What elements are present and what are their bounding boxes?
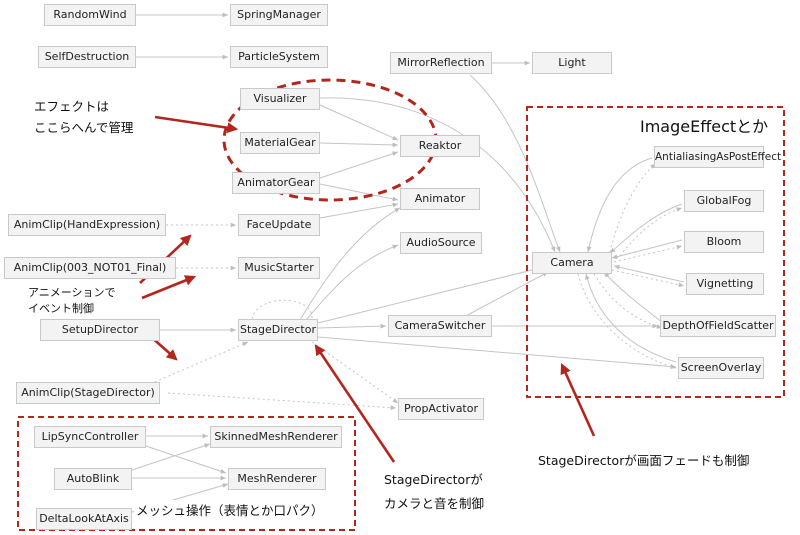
node-anim-clip-stage[interactable]: AnimClip(StageDirector) bbox=[16, 382, 160, 404]
edge-autoblink-skinned bbox=[131, 443, 211, 471]
node-face-update[interactable]: FaceUpdate bbox=[238, 214, 320, 236]
edge-stage-animator bbox=[299, 207, 401, 321]
edge-screenoverlay-camera bbox=[584, 273, 677, 363]
node-auto-blink[interactable]: AutoBlink bbox=[54, 468, 132, 490]
edge-camera-antialiasing bbox=[609, 163, 657, 253]
node-particle-system[interactable]: ParticleSystem bbox=[230, 46, 328, 68]
annotation-stage-camera: StageDirectorが カメラと音を制御 bbox=[384, 468, 484, 516]
edge-visualizer-camera bbox=[319, 97, 556, 253]
edge-stage-propactivator bbox=[311, 341, 399, 404]
arrow-anim-musicstarter bbox=[141, 275, 197, 300]
node-skinned-mesh[interactable]: SkinnedMeshRenderer bbox=[210, 426, 342, 448]
annotation-effect-line2: ここらへんで管理 bbox=[34, 120, 134, 135]
node-music-starter[interactable]: MusicStarter bbox=[238, 257, 320, 279]
annotation-stage-camera-line1: StageDirectorが bbox=[384, 472, 483, 487]
node-animator-gear[interactable]: AnimatorGear bbox=[232, 172, 320, 194]
node-screen-overlay[interactable]: ScreenOverlay bbox=[678, 357, 764, 379]
node-prop-activator[interactable]: PropActivator bbox=[398, 398, 484, 420]
node-anim-clip-hand[interactable]: AnimClip(HandExpression) bbox=[8, 214, 166, 236]
edge-antialiasing-camera bbox=[586, 157, 653, 253]
node-audio-source[interactable]: AudioSource bbox=[400, 232, 482, 254]
node-stage-director[interactable]: StageDirector bbox=[238, 319, 318, 341]
node-lip-sync[interactable]: LipSyncController bbox=[34, 426, 146, 448]
edge-visualizer-reaktor bbox=[319, 104, 399, 141]
node-random-wind[interactable]: RandomWind bbox=[44, 4, 136, 26]
arrow-effect bbox=[154, 115, 239, 134]
node-delta-look[interactable]: DeltaLookAtAxis bbox=[36, 508, 132, 530]
image-effect-box bbox=[526, 106, 785, 398]
edge-camera-bloom bbox=[613, 244, 683, 263]
annotation-image-effect: ImageEffectとか bbox=[640, 117, 769, 136]
edge-camera-dof bbox=[593, 273, 663, 329]
mesh-ops-box bbox=[17, 416, 356, 531]
edge-lipsync-meshrenderer bbox=[139, 443, 227, 474]
node-mirror-reflection[interactable]: MirrorReflection bbox=[390, 52, 492, 74]
edge-stage-camera bbox=[317, 266, 541, 324]
node-global-fog[interactable]: GlobalFog bbox=[684, 190, 764, 212]
edge-animatorgear-animator bbox=[319, 183, 399, 202]
annotation-anim-event-line2: イベント制御 bbox=[28, 302, 94, 315]
node-reaktor[interactable]: Reaktor bbox=[400, 135, 480, 157]
edge-stage-screenoverlay bbox=[317, 336, 677, 369]
arrow-screen-fade bbox=[560, 363, 596, 437]
edge-faceupdate-animator bbox=[319, 202, 399, 219]
node-self-destruction[interactable]: SelfDestruction bbox=[38, 46, 136, 68]
annotation-effect-line1: エフェクトは bbox=[34, 99, 110, 114]
node-depth-of-field[interactable]: DepthOfFieldScatter bbox=[660, 315, 776, 337]
edge-dof-camera bbox=[603, 271, 663, 323]
edge-animatorgear-reaktor bbox=[319, 151, 399, 179]
node-light[interactable]: Light bbox=[532, 52, 612, 74]
node-setup-director[interactable]: SetupDirector bbox=[40, 319, 160, 341]
annotation-stage-camera-line2: カメラと音を制御 bbox=[384, 496, 485, 511]
edge-camera-globalfog bbox=[619, 207, 683, 257]
node-spring-manager[interactable]: SpringManager bbox=[230, 4, 328, 26]
node-camera[interactable]: Camera bbox=[532, 252, 612, 274]
node-material-gear[interactable]: MaterialGear bbox=[240, 132, 320, 154]
edge-mirror-camera bbox=[469, 74, 561, 253]
edge-cameraswitcher-camera bbox=[461, 271, 549, 319]
annotation-mesh-ops: メッシュ操作（表情とか口パク） bbox=[134, 500, 326, 521]
edge-camera-vignetting bbox=[611, 269, 685, 288]
edge-stage-cameraswitcher bbox=[317, 323, 387, 329]
edge-materialgear-reaktor bbox=[319, 142, 399, 148]
edge-stage-self-loop bbox=[251, 299, 313, 320]
node-mesh-renderer[interactable]: MeshRenderer bbox=[228, 468, 326, 490]
node-visualizer[interactable]: Visualizer bbox=[240, 88, 320, 110]
node-vignetting[interactable]: Vignetting bbox=[686, 273, 764, 295]
node-anim-clip-003[interactable]: AnimClip(003_NOT01_Final) bbox=[4, 257, 176, 279]
annotation-effect: エフェクトは ここらへんで管理 bbox=[34, 96, 133, 138]
node-camera-switcher[interactable]: CameraSwitcher bbox=[388, 315, 492, 337]
edge-globalfog-camera bbox=[609, 203, 683, 254]
edges bbox=[131, 12, 685, 513]
node-bloom[interactable]: Bloom bbox=[684, 231, 764, 253]
edge-camera-screenoverlay bbox=[577, 273, 677, 369]
arrow-stage-director bbox=[314, 344, 396, 463]
node-animator[interactable]: Animator bbox=[400, 188, 480, 210]
annotation-anim-event-line1: アニメーションで bbox=[28, 286, 116, 299]
edge-stage-audiosource bbox=[305, 244, 399, 321]
edge-bloom-camera bbox=[611, 239, 683, 259]
edge-vignetting-camera bbox=[613, 264, 685, 283]
edge-animclipstage-propactivator bbox=[167, 392, 397, 411]
annotation-screen-fade: StageDirectorが画面フェードも制御 bbox=[538, 453, 750, 468]
annotation-anim-event: アニメーションで イベント制御 bbox=[28, 285, 116, 317]
annotation-arrows bbox=[131, 115, 596, 463]
node-antialiasing[interactable]: AntialiasingAsPostEffect bbox=[654, 146, 781, 168]
